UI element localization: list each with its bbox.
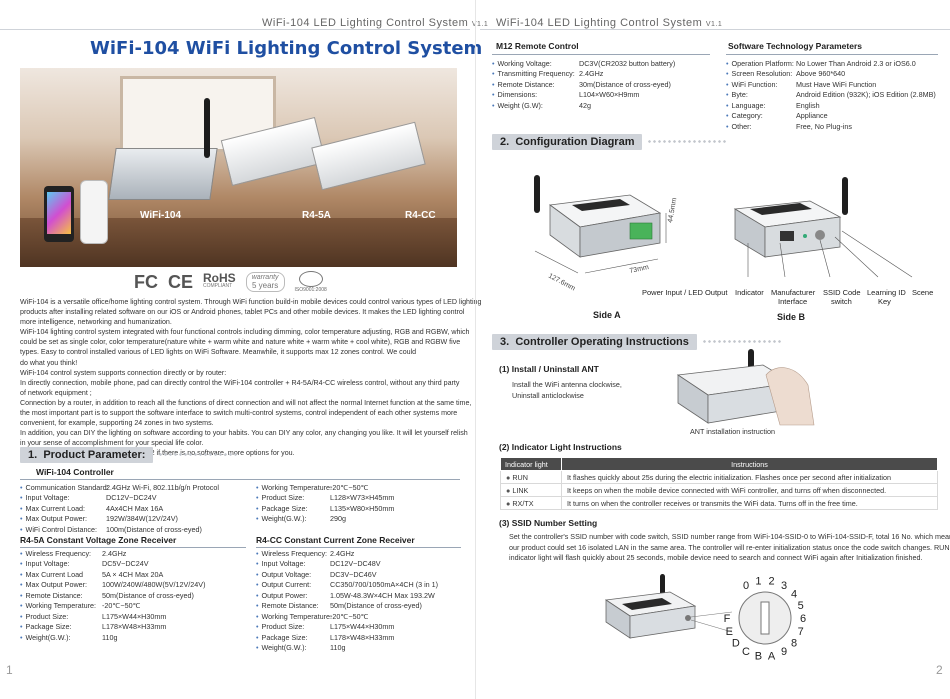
dial-char: 7 bbox=[798, 626, 804, 638]
dial-char: B bbox=[755, 650, 762, 662]
dial-char: 2 bbox=[769, 576, 775, 588]
caption-wifi104: WiFi-104 bbox=[140, 210, 182, 221]
label-ssid-2: switch bbox=[831, 297, 852, 306]
ant-caption: ANT installation instruction bbox=[690, 427, 775, 436]
label-manufacturer-2: Interface bbox=[778, 297, 807, 306]
caption-r45a: R4-5A bbox=[302, 210, 331, 221]
side-a-label: Side A bbox=[593, 310, 621, 320]
running-head-right: WiFi-104 LED Lighting Control System V1.… bbox=[496, 17, 723, 29]
dial-char: 3 bbox=[781, 580, 787, 592]
dial-char: 1 bbox=[755, 576, 761, 588]
label-power: Power Input / LED Output bbox=[642, 288, 728, 297]
r45a-rule bbox=[20, 547, 246, 548]
install-title: (1) Install / Uninstall ANT bbox=[499, 364, 599, 374]
label-learning-2: Key bbox=[878, 297, 891, 306]
ssid-title: (3) SSID Number Setting bbox=[499, 518, 598, 528]
page-title: WiFi-104 WiFi Lighting Control System bbox=[90, 38, 483, 59]
dial-char: 8 bbox=[791, 637, 797, 649]
col-instructions: Instructions bbox=[561, 457, 938, 471]
dial-char: 6 bbox=[800, 613, 806, 625]
ssid-text: Set the controller's SSID number with co… bbox=[509, 532, 950, 562]
dial-char: E bbox=[726, 626, 733, 638]
table-row: ● LINK It keeps on when the mobile devic… bbox=[500, 483, 938, 497]
side-b-device bbox=[733, 177, 913, 278]
ce-logo: CE bbox=[168, 271, 194, 292]
wifi104-rule bbox=[20, 479, 460, 480]
side-a-device bbox=[534, 175, 667, 274]
indicator-table: Indicator light Instructions ● RUN It fl… bbox=[500, 457, 938, 510]
running-head-left: WiFi-104 LED Lighting Control System V1.… bbox=[262, 17, 489, 29]
label-scene: Scene bbox=[912, 288, 933, 297]
wifi104-params-left: Communication Standard:2.4GHz Wi-Fi, 802… bbox=[20, 482, 219, 535]
indicator-title: (2) Indicator Light Instructions bbox=[499, 442, 622, 452]
section-configuration-diagram: 2. Configuration Diagram bbox=[492, 134, 728, 150]
warranty-badge: warranty 5 years bbox=[245, 272, 285, 292]
cert-logos: FC CE RoHS COMPLIANT warranty 5 years IS… bbox=[134, 271, 327, 293]
section-product-parameter: 1. Product Parameter: bbox=[20, 447, 239, 463]
label-indicator: Indicator bbox=[735, 288, 764, 297]
m12-title: M12 Remote Control bbox=[496, 41, 579, 51]
page-number-right: 2 bbox=[936, 663, 943, 677]
side-b-label: Side B bbox=[777, 312, 806, 322]
r4cc-title: R4-CC Constant Current Zone Receiver bbox=[256, 535, 415, 545]
m12-params: Working Voltage:DC3V(CR2032 button batte… bbox=[492, 58, 676, 111]
dim-height: 44.5mm bbox=[667, 197, 678, 223]
software-params: Operation Platform:No Lower Than Android… bbox=[726, 58, 936, 132]
dial-char: F bbox=[724, 613, 731, 625]
ant-installation-illustration bbox=[676, 349, 815, 426]
page-number-left: 1 bbox=[6, 663, 13, 677]
install-text: Install the WiFi antenna clockwise, Unin… bbox=[512, 380, 622, 400]
rohs-logo: RoHS COMPLIANT bbox=[203, 271, 236, 289]
dial-knob bbox=[760, 601, 770, 635]
software-rule bbox=[726, 54, 938, 55]
configuration-diagram: 127.6mm 73mm 44.5mm Power Input / LED Ou… bbox=[534, 175, 933, 322]
dial-char: C bbox=[742, 646, 750, 658]
label-learning: Learning ID bbox=[867, 288, 906, 297]
header-rule-left bbox=[0, 29, 470, 30]
table-row: ● RUN It flashes quickly about 25s durin… bbox=[500, 470, 938, 484]
r45a-title: R4-5A Constant Voltage Zone Receiver bbox=[20, 535, 177, 545]
page-divider bbox=[475, 0, 476, 699]
label-ssid: SSID Code bbox=[823, 288, 861, 297]
r4cc-rule bbox=[256, 547, 461, 548]
dial-char: 5 bbox=[798, 600, 804, 612]
dial-char: 9 bbox=[781, 646, 787, 658]
dial-char: 0 bbox=[743, 580, 749, 592]
wifi104-params-right: Working Temperature:-20℃~50℃ Product Siz… bbox=[256, 482, 395, 524]
wifi104-title: WiFi-104 Controller bbox=[36, 467, 114, 477]
fc-logo: FC bbox=[134, 271, 158, 292]
iso-badge: ISO9001:2008 bbox=[295, 271, 327, 293]
dim-width: 73mm bbox=[629, 264, 650, 275]
m12-rule bbox=[492, 54, 710, 55]
software-title: Software Technology Parameters bbox=[728, 41, 862, 51]
caption-r4cc: R4-CC bbox=[405, 210, 436, 221]
table-row: ● RX/TX It turns on when the controller … bbox=[500, 496, 938, 510]
dial-char: D bbox=[732, 637, 740, 649]
dim-length: 127.6mm bbox=[547, 273, 576, 293]
product-photo: WiFi-104 R4-5A R4-CC bbox=[20, 68, 457, 267]
r45a-params: Wireless Frequency:2.4GHz Input Voltage:… bbox=[20, 548, 206, 643]
header-rule-right bbox=[480, 29, 950, 30]
section-operating-instructions: 3. Controller Operating Instructions bbox=[492, 334, 782, 350]
col-indicator-light: Indicator light bbox=[500, 457, 562, 471]
dial-char: A bbox=[768, 650, 776, 662]
dial-char: 4 bbox=[791, 589, 797, 601]
label-manufacturer: Manufacturer bbox=[771, 288, 816, 297]
intro-paragraph: WiFi-104 is a versatile office/home ligh… bbox=[20, 298, 482, 458]
r4cc-params: Wireless Frequency:2.4GHz Input Voltage:… bbox=[256, 548, 439, 653]
